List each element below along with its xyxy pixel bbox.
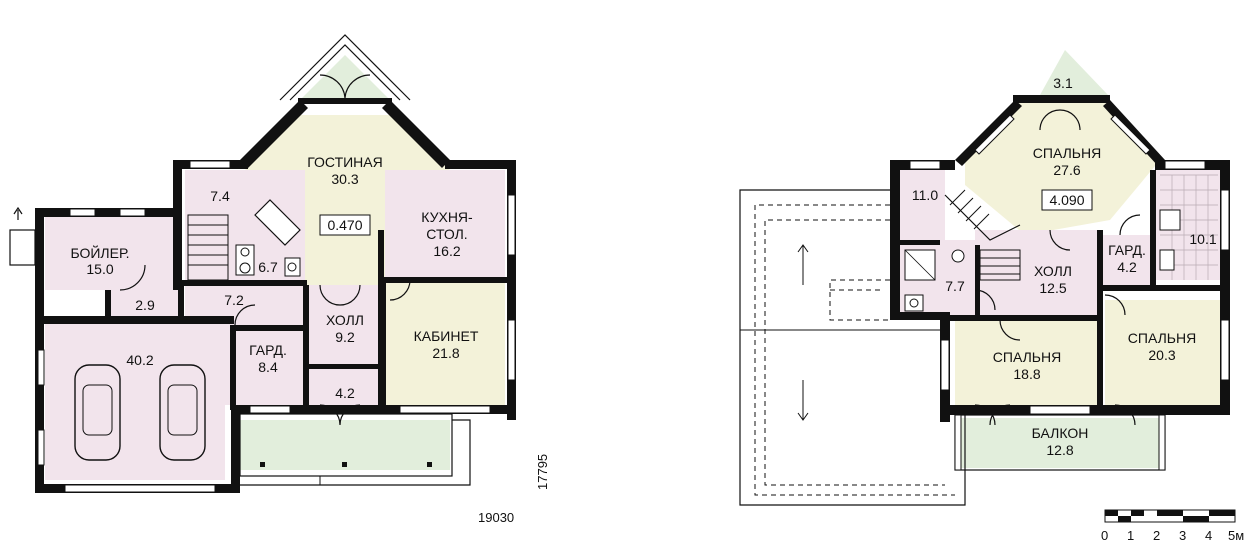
office-label: КАБИНЕТ [414, 328, 479, 344]
stair-area: 11.0 [912, 187, 938, 203]
boiler-label: БОЙЛЕР. [70, 244, 129, 261]
kitchen-fill [385, 170, 505, 280]
roof-outline [739, 189, 966, 506]
sink-icon [284, 257, 301, 277]
office-fill [385, 280, 505, 405]
living-room-fill [245, 115, 450, 285]
hall-label: ХОЛЛ [326, 312, 364, 328]
stair2-fill [900, 170, 945, 240]
bathtub-icon [254, 199, 301, 246]
bedroom1-fill [965, 100, 1160, 235]
terrace-fill [240, 420, 450, 470]
hall2-area: 12.5 [1039, 280, 1066, 296]
scale-tick-1: 1 [1127, 528, 1134, 543]
balcony-label: БАЛКОН [1032, 425, 1089, 441]
garage-area: 40.2 [126, 352, 153, 368]
kitchen-area: 16.2 [433, 243, 460, 259]
shower-icon [904, 249, 936, 281]
stairs-icon [187, 214, 229, 281]
car-icon [74, 364, 121, 461]
hall-area: 9.2 [335, 329, 355, 345]
bedroom2-fill [955, 320, 1100, 405]
scale-tick-4: 4 [1205, 528, 1212, 543]
boiler-area: 15.0 [86, 261, 113, 277]
bedroom3-label: СПАЛЬНЯ [1128, 330, 1196, 346]
level-box [1041, 189, 1093, 211]
bedroom1-area: 27.6 [1053, 162, 1080, 178]
balcony-area: 12.8 [1046, 442, 1073, 458]
wardrobe-label: ГАРД. [249, 342, 287, 358]
wardrobe2-fill [1100, 235, 1155, 285]
wardrobe2-label: ГАРД. [1108, 242, 1146, 258]
bay-window-fill [300, 55, 390, 100]
toilet-icon [235, 244, 255, 276]
toilet-icon [904, 294, 924, 312]
scale-tick-0: 0 [1101, 528, 1108, 543]
hall2-label: ХОЛЛ [1034, 263, 1072, 279]
bedroom2-area: 18.8 [1013, 366, 1040, 382]
bedroom2-label: СПАЛЬНЯ [993, 349, 1061, 365]
dimension-width: 19030 [478, 510, 514, 525]
r74-area: 7.4 [210, 188, 230, 204]
balcony-fill [960, 418, 1160, 468]
toilet-icon [1159, 249, 1175, 271]
level-mark: 0.470 [327, 217, 362, 233]
stairs-icon [944, 189, 1021, 281]
scale-tick-5: 5м [1228, 528, 1244, 543]
boiler-fill [45, 215, 180, 290]
r29-fill [110, 290, 180, 320]
bath2-area: 7.7 [945, 278, 965, 294]
living-label: ГОСТИНАЯ [307, 154, 383, 170]
r42-area: 4.2 [335, 385, 355, 401]
kitchen-label-2: СТОЛ. [426, 226, 467, 242]
floor-2-plan: 3.1 СПАЛЬНЯ 27.6 4.090 11.0 10.1 ГАРД. 4… [739, 50, 1230, 506]
shower-icon [1159, 209, 1181, 231]
scale-bar: 0 1 2 3 4 5м [1101, 509, 1244, 543]
scale-tick-2: 2 [1153, 528, 1160, 543]
bath1-area: 10.1 [1189, 231, 1216, 247]
living-area: 30.3 [331, 171, 358, 187]
r72-area: 7.2 [224, 292, 244, 308]
kitchen-label: КУХНЯ- [421, 209, 473, 225]
dimension-height: 17795 [535, 454, 550, 490]
level-mark: 4.090 [1049, 192, 1084, 208]
sink-icon [951, 249, 965, 263]
bedroom3-area: 20.3 [1148, 347, 1175, 363]
hall-fill [185, 285, 380, 405]
hall2-fill [975, 230, 1100, 315]
level-box [319, 214, 371, 236]
bay-fill [1040, 50, 1108, 95]
bedroom3-fill [1105, 300, 1220, 405]
car-icon [159, 364, 206, 461]
bath-area: 6.7 [258, 259, 278, 275]
floor-1-plan: БОЙЛЕР. 15.0 2.9 40.2 7.4 6.7 7.2 ГОСТИН… [9, 34, 550, 525]
bay-area: 3.1 [1053, 75, 1073, 91]
office-area: 21.8 [432, 345, 459, 361]
scale-tick-3: 3 [1179, 528, 1186, 543]
r29-area: 2.9 [135, 297, 155, 313]
wardrobe-area: 8.4 [258, 359, 278, 375]
bedroom1-label: СПАЛЬНЯ [1033, 145, 1101, 161]
wardrobe2-area: 4.2 [1117, 259, 1137, 275]
